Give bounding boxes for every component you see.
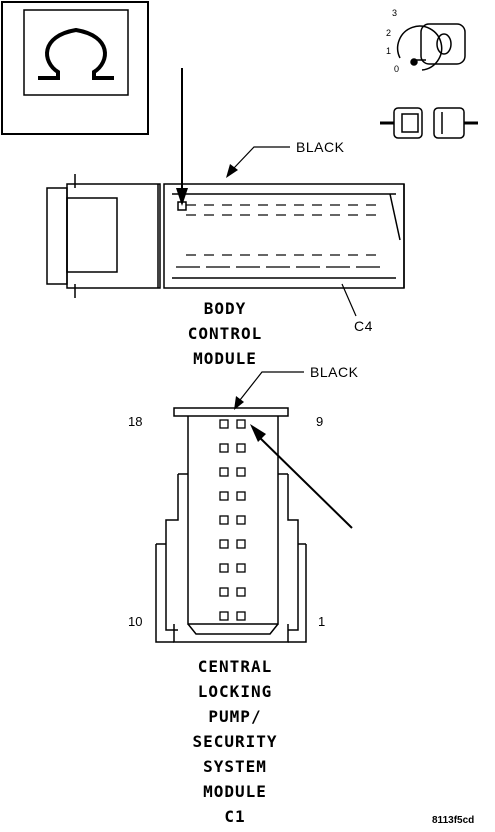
ignition-position-3: 3	[392, 8, 398, 18]
clp-title-line: SYSTEM	[203, 757, 267, 776]
clp-title-line: SECURITY	[192, 732, 278, 751]
ohmmeter-icon	[1, 1, 149, 135]
key-fob-icon	[380, 107, 478, 139]
pin-label-18: 18	[128, 414, 143, 429]
ignition-key-icon	[396, 23, 466, 71]
bcm-title-line: CONTROL	[187, 324, 263, 343]
ignition-position-2: 2	[386, 28, 392, 38]
clp-title-line: CENTRAL	[197, 657, 273, 676]
clp-title-line: LOCKING	[197, 682, 273, 701]
bcm-connector-id: C4	[354, 318, 373, 334]
bcm-title: BODY CONTROL MODULE	[150, 296, 300, 371]
pin-label-10: 10	[128, 614, 143, 629]
bcm-color-leader	[226, 146, 290, 178]
bcm-color-label: BLACK	[296, 139, 345, 155]
ignition-position-0: 0	[394, 64, 400, 74]
clp-title-line: C1	[224, 807, 246, 826]
clp-color-label: BLACK	[310, 364, 359, 380]
bcm-title-line: BODY	[203, 299, 247, 318]
ignition-position-1: 1	[386, 46, 392, 56]
c4-leader	[341, 283, 357, 317]
clp-title-line: MODULE	[203, 782, 267, 801]
pin-label-1: 1	[318, 614, 326, 629]
clp-title-line: PUMP/	[208, 707, 262, 726]
bcm-connector	[46, 174, 405, 298]
probe-arrow-down	[176, 68, 188, 206]
pin-label-9: 9	[316, 414, 324, 429]
clp-connector	[155, 407, 307, 643]
clp-color-leader	[234, 371, 304, 410]
probe-arrow-diagonal	[250, 424, 353, 529]
clp-title: CENTRAL LOCKING PUMP/ SECURITY SYSTEM MO…	[150, 654, 320, 829]
bcm-title-line: MODULE	[193, 349, 257, 368]
figure-id: 8113f5cd	[432, 815, 475, 826]
